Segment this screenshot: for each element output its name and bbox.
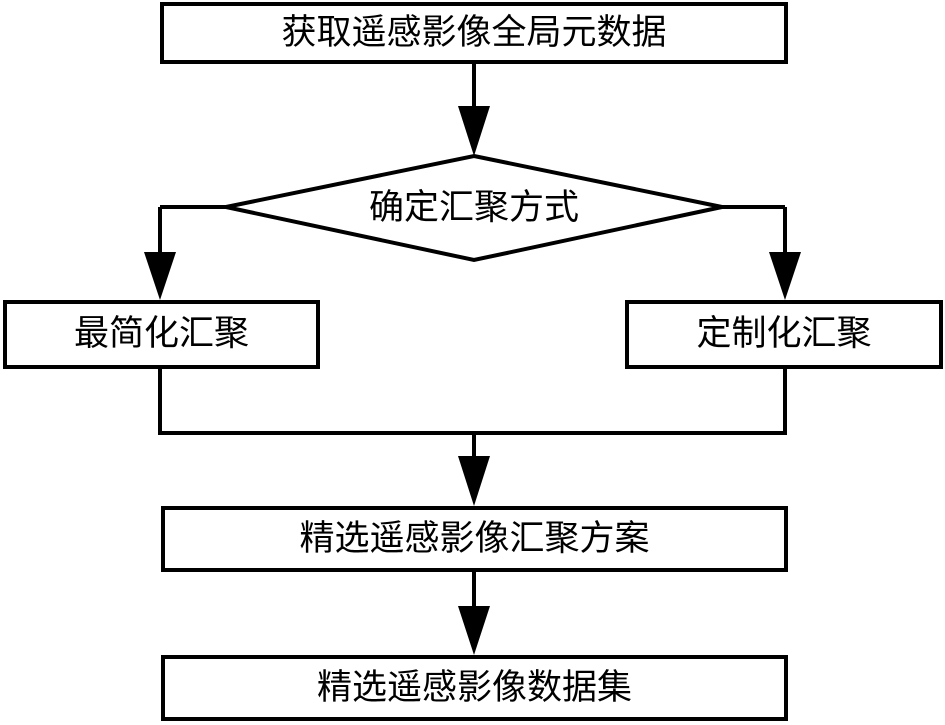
step-plan: 精选遥感影像汇聚方案 [161,506,788,572]
step-simplest: 最简化汇聚 [3,300,320,369]
step-dataset: 精选遥感影像数据集 [161,655,788,721]
decision-label: 确定汇聚方式 [368,187,579,228]
arrowhead-to-dataset [458,606,490,655]
arrowhead-to-custom [769,252,801,300]
step-plan-label: 精选遥感影像汇聚方案 [299,518,650,559]
arrowhead-to-plan [458,456,490,506]
step-get-metadata-label: 获取遥感影像全局元数据 [281,12,667,53]
arrowhead-to-decision [458,106,490,156]
arrowhead-to-simplest [144,252,176,300]
decision-diamond [225,153,723,263]
step-dataset-label: 精选遥感影像数据集 [316,667,632,708]
step-get-metadata: 获取遥感影像全局元数据 [160,2,788,64]
step-custom-label: 定制化汇聚 [696,314,872,354]
step-custom: 定制化汇聚 [625,300,943,369]
step-simplest-label: 最简化汇聚 [73,314,249,354]
